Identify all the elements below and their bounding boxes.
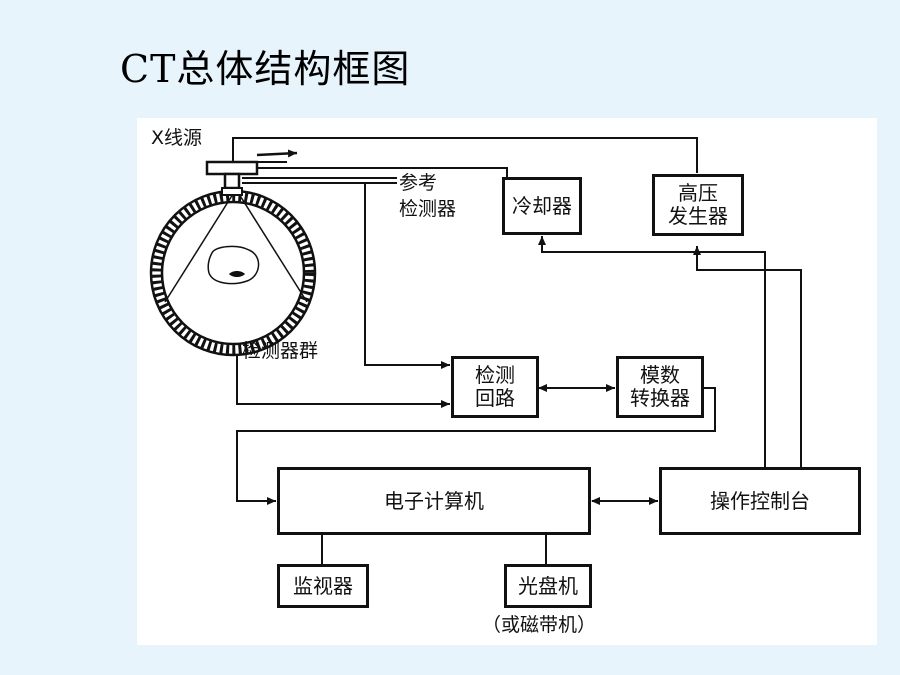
adc-line1: 模数	[640, 363, 680, 387]
reference-detector-label: 参考 检测器	[399, 170, 456, 222]
diagram-lines	[149, 137, 802, 564]
patient-cross-section	[207, 245, 260, 285]
console-block: 操作控制台	[659, 467, 861, 535]
xray-beam-fan	[164, 193, 308, 303]
hv-generator-block: 高压 发生器	[652, 174, 744, 236]
disc-note-label: （或磁带机）	[482, 614, 597, 636]
reference-detector-line1: 参考	[399, 172, 438, 194]
computer-label: 电子计算机	[384, 488, 484, 513]
cooler-label: 冷却器	[512, 193, 572, 218]
diagram-panel: X线源 参考 检测器 检测器群 （或磁带机） 冷却器 高压 发生器 检测 回路 …	[137, 118, 877, 645]
adc-line2: 转换器	[630, 386, 690, 410]
hv-generator-line1: 高压	[678, 181, 718, 205]
disc-drive-label: 光盘机	[518, 573, 578, 598]
adc-block: 模数 转换器	[616, 356, 704, 418]
rotation-arrow	[256, 149, 298, 163]
detection-circuit-line1: 检测	[475, 363, 515, 387]
detection-circuit-line2: 回路	[475, 386, 515, 410]
monitor-label: 监视器	[293, 573, 353, 598]
detection-circuit-block: 检测 回路	[451, 356, 539, 418]
computer-block: 电子计算机	[277, 467, 591, 535]
cooler-block: 冷却器	[502, 177, 582, 235]
console-label: 操作控制台	[710, 488, 810, 513]
reference-detector-line2: 检测器	[399, 198, 457, 220]
connector-lines	[232, 137, 802, 564]
page-title: CT总体结构框图	[120, 47, 411, 91]
detector-array-label: 检测器群	[242, 340, 319, 362]
disc-drive-block: 光盘机	[504, 564, 592, 608]
monitor-block: 监视器	[277, 564, 369, 608]
hv-generator-line2: 发生器	[668, 204, 728, 228]
xray-source-label: X线源	[151, 127, 203, 149]
